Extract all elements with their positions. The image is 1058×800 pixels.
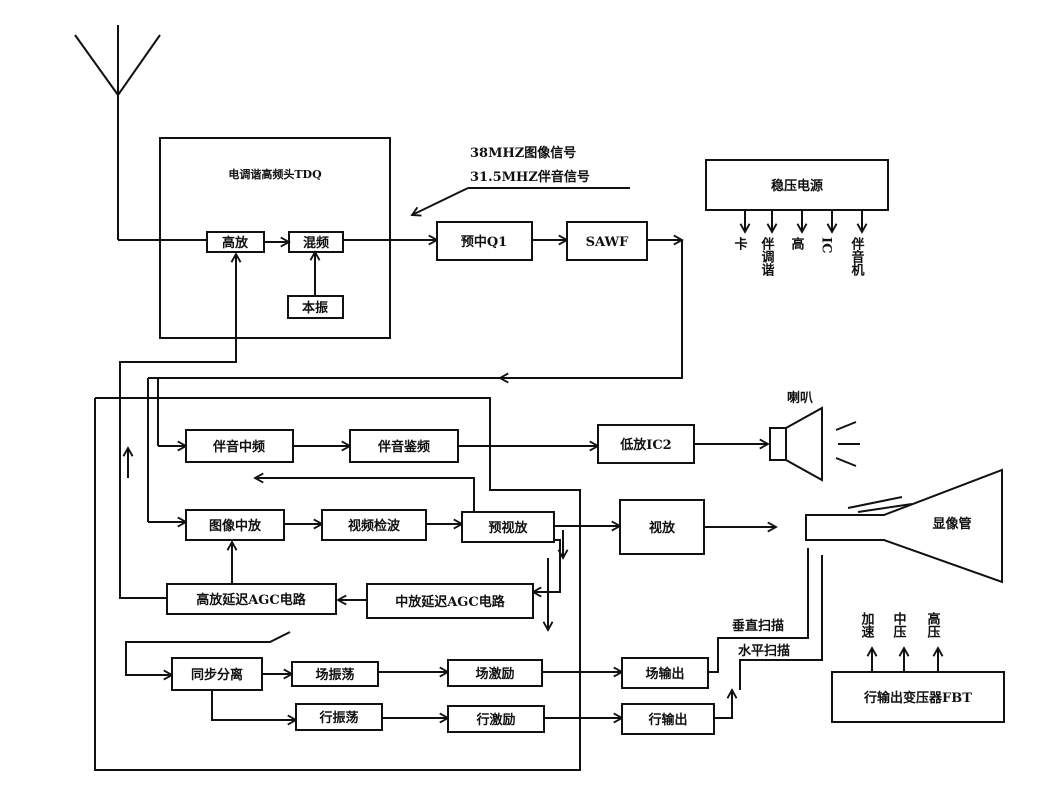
speaker-label: 喇叭 bbox=[787, 390, 813, 406]
main-board-frame bbox=[94, 397, 581, 771]
vertical-scan-label: 垂直扫描 bbox=[732, 618, 784, 634]
audio-amp-block bbox=[597, 424, 695, 464]
audio-detector-label: 伴音鉴频 bbox=[377, 439, 430, 455]
v-drive-label: 场激励 bbox=[475, 666, 514, 682]
if-agc-block bbox=[366, 583, 534, 619]
fbt-output-label: 高压 bbox=[925, 611, 941, 639]
crt-icon bbox=[805, 468, 1003, 584]
fbt-output-label: 中压 bbox=[891, 611, 907, 639]
power-outputs: 卡 伴调谐 高 IC 伴音机 bbox=[732, 210, 866, 277]
fbt-output-label: 加速 bbox=[859, 612, 876, 639]
tuner-title: 电调谐高频头TDQ bbox=[228, 167, 322, 181]
power-supply-box bbox=[705, 159, 889, 211]
pre-video-amp-label: 预视放 bbox=[488, 520, 528, 536]
rf-agc-label: 高放延迟AGC电路 bbox=[196, 592, 307, 608]
power-output-label: IC bbox=[819, 237, 834, 253]
speaker-icon bbox=[769, 406, 860, 482]
v-osc-block bbox=[291, 661, 379, 687]
power-supply-label: 稳压电源 bbox=[771, 178, 823, 194]
h-drive-label: 行激励 bbox=[475, 712, 515, 728]
sync-sep-label: 同步分离 bbox=[191, 667, 243, 683]
tuner-box bbox=[159, 137, 391, 339]
audio-if-signal-label: 31.5MHZ伴音信号 bbox=[470, 169, 590, 185]
audio-amp-label: 低放IC2 bbox=[619, 437, 671, 453]
audio-if-label: 伴音中频 bbox=[212, 439, 265, 455]
horizontal-scan-label: 水平扫描 bbox=[738, 643, 790, 659]
power-output-label: 伴音机 bbox=[849, 236, 866, 277]
video-amp-block bbox=[619, 499, 705, 555]
hf-amp-label: 高放 bbox=[222, 235, 249, 251]
power-output-label: 卡 bbox=[732, 236, 748, 251]
audio-if-block bbox=[185, 429, 294, 463]
pre-if-label: 预中Q1 bbox=[461, 234, 507, 250]
pre-video-amp-block bbox=[461, 511, 555, 543]
v-output-label: 场输出 bbox=[645, 666, 684, 682]
mixer-label: 混频 bbox=[303, 235, 329, 251]
fbt-block bbox=[831, 671, 1005, 723]
power-output-label: 高 bbox=[789, 236, 805, 251]
h-output-label: 行输出 bbox=[647, 712, 687, 728]
crt-label: 显像管 bbox=[932, 516, 971, 532]
v-output-block bbox=[621, 657, 709, 689]
saw-filter-label: SAWF bbox=[586, 235, 629, 250]
v-osc-label: 场振荡 bbox=[315, 667, 354, 683]
video-if-amp-block bbox=[185, 509, 285, 541]
video-amp-label: 视放 bbox=[649, 520, 676, 536]
video-detector-label: 视频检波 bbox=[348, 518, 401, 534]
saw-filter-block bbox=[566, 221, 648, 261]
audio-detector-block bbox=[349, 429, 459, 463]
local-osc-label: 本振 bbox=[302, 300, 328, 316]
video-if-amp-label: 图像中放 bbox=[209, 518, 262, 534]
fbt-label: 行输出变压器FBT bbox=[863, 690, 972, 706]
power-output-label: 伴调谐 bbox=[759, 236, 776, 277]
h-osc-label: 行振荡 bbox=[318, 710, 358, 726]
video-if-signal-label: 38MHZ图像信号 bbox=[470, 145, 576, 161]
if-agc-label: 中放延迟AGC电路 bbox=[395, 594, 506, 610]
antenna-icon bbox=[74, 25, 161, 240]
